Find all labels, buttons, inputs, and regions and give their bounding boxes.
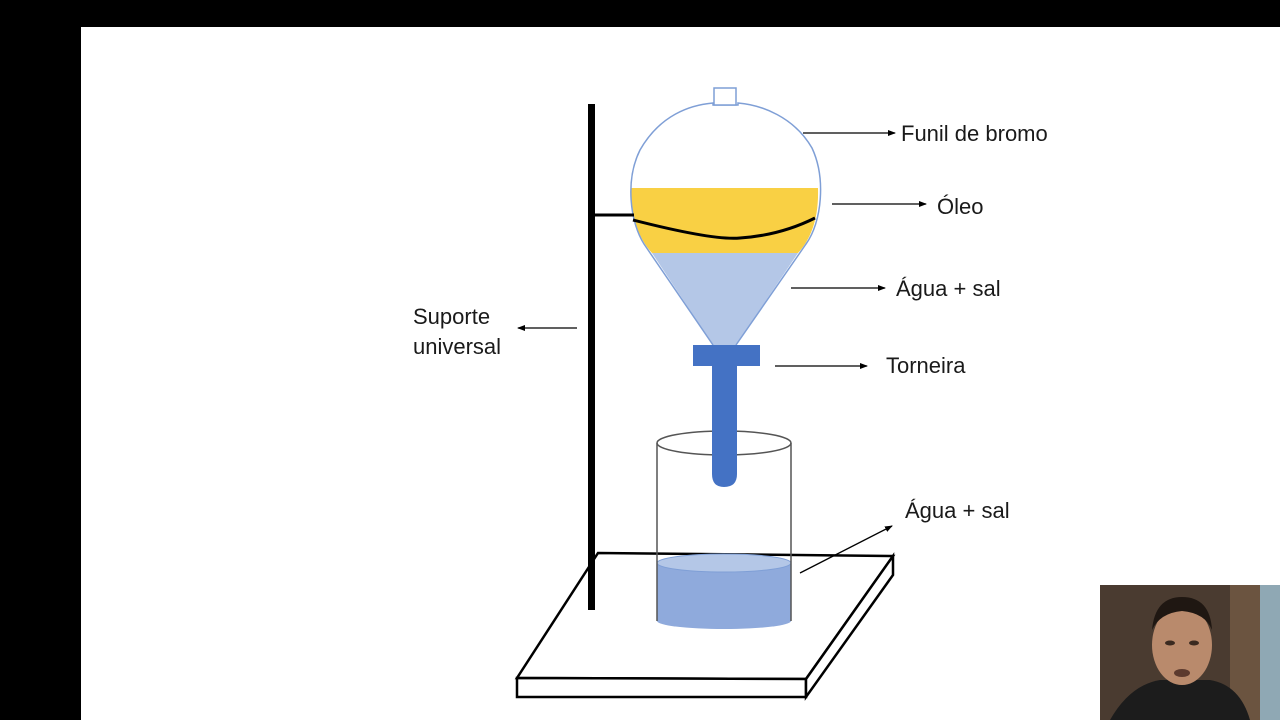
- label-arrows: [517, 130, 927, 574]
- beaker: [656, 430, 792, 629]
- webcam-overlay: [1100, 585, 1280, 720]
- presenter-video-icon: [1100, 585, 1280, 720]
- label-tap: Torneira: [886, 353, 966, 378]
- stand-rod: [588, 104, 595, 610]
- label-oil: Óleo: [937, 194, 984, 219]
- label-water-salt-top: Água + sal: [896, 276, 1001, 301]
- beaker-liquid: [657, 563, 791, 621]
- arrow-water-bottom: [799, 525, 893, 574]
- label-stand-line1: Suporte: [413, 304, 491, 329]
- tap: [693, 345, 760, 487]
- label-water-salt-bottom: Água + sal: [905, 498, 1010, 523]
- label-funnel: Funil de bromo: [901, 121, 1048, 146]
- water-layer: [652, 253, 798, 345]
- funnel-stopper: [713, 87, 737, 106]
- label-stand-line2: universal: [413, 334, 502, 359]
- separatory-funnel: [630, 87, 822, 346]
- oil-layer: [631, 188, 819, 253]
